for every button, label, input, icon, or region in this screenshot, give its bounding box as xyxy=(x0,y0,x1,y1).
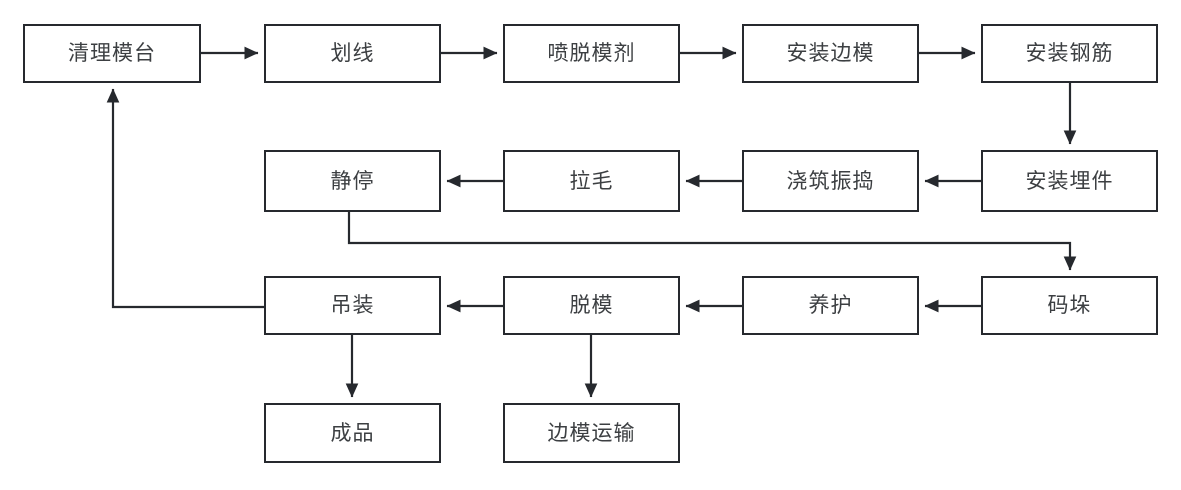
process-node-label: 浇筑振捣 xyxy=(786,168,875,193)
process-node-label: 清理模台 xyxy=(68,41,156,65)
process-node-label: 拉毛 xyxy=(569,168,614,193)
process-node-n11[interactable]: 脱模 xyxy=(503,276,680,335)
process-node-n13[interactable]: 码垛 xyxy=(981,276,1158,335)
process-node-label: 安装埋件 xyxy=(1025,168,1114,193)
process-node-label: 喷脱模剂 xyxy=(547,41,636,65)
process-node-n1[interactable]: 清理模台 xyxy=(23,24,201,83)
process-node-label: 成品 xyxy=(330,420,375,445)
process-node-label: 吊装 xyxy=(330,293,375,317)
process-node-label: 码垛 xyxy=(1047,293,1092,317)
process-node-label: 养护 xyxy=(808,293,853,317)
process-node-n2[interactable]: 划线 xyxy=(264,24,441,83)
process-node-label: 安装钢筋 xyxy=(1025,41,1114,65)
process-node-label: 静停 xyxy=(330,168,375,193)
process-node-label: 划线 xyxy=(330,41,375,65)
process-node-label: 边模运输 xyxy=(547,420,636,445)
process-node-n12[interactable]: 养护 xyxy=(742,276,919,335)
edge-group xyxy=(106,46,1077,398)
process-node-n10[interactable]: 吊装 xyxy=(264,276,441,335)
process-node-n7[interactable]: 拉毛 xyxy=(503,150,680,212)
process-node-n6[interactable]: 静停 xyxy=(264,150,441,212)
flow-arrow-e9 xyxy=(347,212,1077,271)
process-node-n15[interactable]: 边模运输 xyxy=(503,403,680,463)
process-node-n8[interactable]: 浇筑振捣 xyxy=(742,150,919,212)
process-node-n4[interactable]: 安装边模 xyxy=(742,24,919,83)
process-node-label: 安装边模 xyxy=(786,41,875,65)
process-node-n14[interactable]: 成品 xyxy=(264,403,441,463)
process-node-label: 脱模 xyxy=(569,293,614,317)
flow-arrow-e13 xyxy=(106,88,264,309)
process-node-n3[interactable]: 喷脱模剂 xyxy=(503,24,680,83)
process-node-n9[interactable]: 安装埋件 xyxy=(981,150,1158,212)
process-node-n5[interactable]: 安装钢筋 xyxy=(981,24,1158,83)
